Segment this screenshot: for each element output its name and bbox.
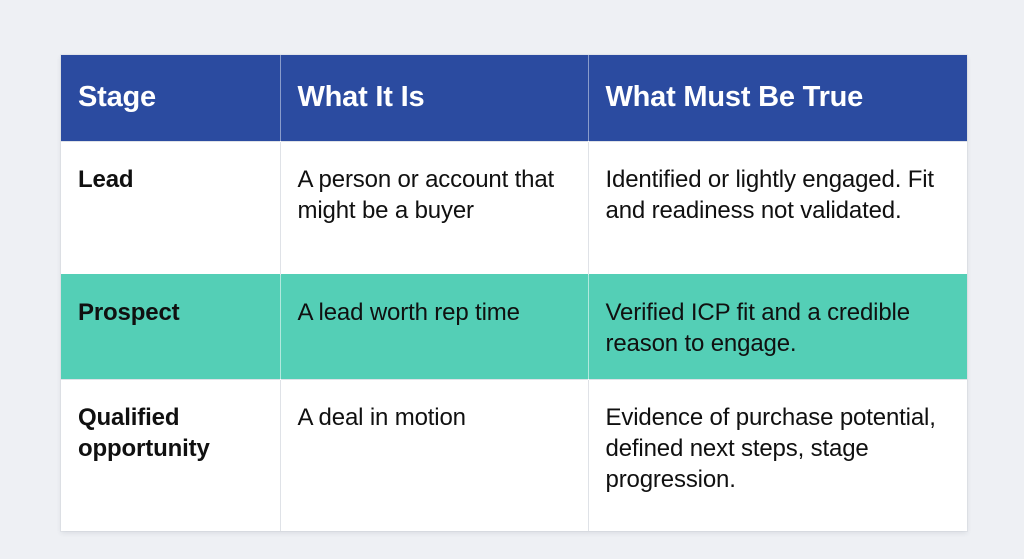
cell-stage: Lead: [61, 140, 281, 274]
cell-what-it-is-text: A person or account that might be a buye…: [297, 165, 555, 224]
cell-what-it-is: A lead worth rep time: [280, 273, 589, 380]
column-header-what-must-be-true[interactable]: What Must Be True: [605, 81, 864, 114]
column-header-stage[interactable]: Stage: [61, 55, 281, 141]
cell-what-it-is-text: A deal in motion: [297, 403, 467, 431]
cell-what-must-be-true-text: Verified ICP fit and a credible reason t…: [605, 298, 911, 357]
cell-what-must-be-true-text: Identified or lightly engaged. Fit and r…: [605, 165, 935, 224]
cell-what-must-be-true: Verified ICP fit and a credible reason t…: [588, 273, 967, 380]
cell-what-must-be-true-text: Evidence of purchase potential, defined …: [605, 403, 936, 494]
table-header-row: Stage What It Is What Must Be True: [61, 55, 967, 141]
cell-stage: Prospect: [61, 273, 281, 380]
stage-definition-table-card: Stage What It Is What Must Be True Lead …: [61, 55, 967, 532]
cell-what-it-is: A deal in motion: [280, 378, 589, 532]
cell-what-must-be-true: Evidence of purchase potential, defined …: [588, 378, 967, 532]
column-header-what-it-is[interactable]: What It Is: [280, 55, 589, 141]
table-header: Stage What It Is What Must Be True: [61, 55, 967, 141]
table-row-highlighted: Prospect A lead worth rep time Verified …: [61, 273, 967, 380]
table-row: Qualified opportunity A deal in motion E…: [61, 378, 967, 532]
stage-definition-table: Stage What It Is What Must Be True Lead …: [61, 55, 967, 532]
cell-stage-text: Lead: [78, 165, 134, 193]
cell-stage-text: Prospect: [78, 298, 180, 326]
cell-what-it-is: A person or account that might be a buye…: [280, 140, 589, 274]
cell-stage-text: Qualified opportunity: [78, 403, 210, 463]
cell-what-it-is-text: A lead worth rep time: [297, 298, 520, 326]
cell-what-must-be-true: Identified or lightly engaged. Fit and r…: [588, 140, 967, 274]
table-body: Lead A person or account that might be a…: [61, 140, 967, 532]
cell-stage: Qualified opportunity: [61, 378, 281, 532]
table-row: Lead A person or account that might be a…: [61, 140, 967, 274]
